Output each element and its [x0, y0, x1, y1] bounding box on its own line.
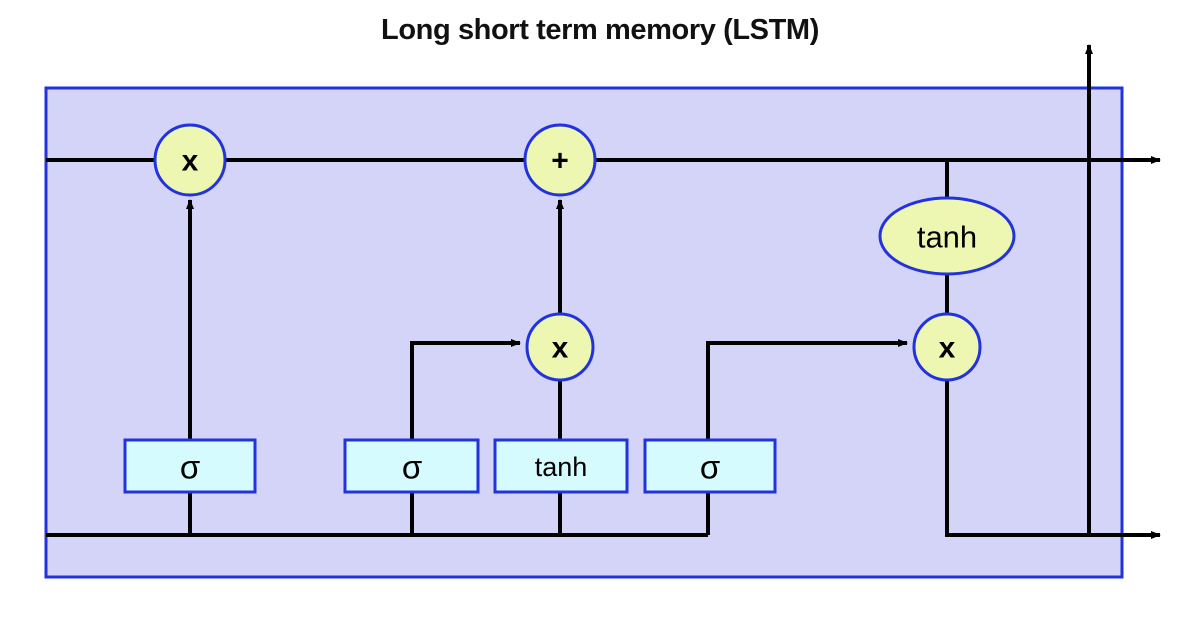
operator-output-tanh[interactable]: tanh [878, 196, 1016, 276]
output-multiply-circle[interactable] [912, 312, 982, 382]
operator-forget-multiply[interactable]: x [153, 123, 227, 197]
input-multiply-label: x [552, 332, 569, 365]
input-multiply-circle[interactable] [525, 312, 595, 382]
page-title: Long short term memory (LSTM) [381, 14, 819, 46]
gate-input-label: σ [402, 449, 422, 486]
operator-input-multiply[interactable]: x [525, 312, 595, 382]
output-multiply-label: x [939, 332, 956, 365]
gate-forget[interactable]: σ [123, 438, 257, 494]
gate-output-box[interactable] [643, 438, 777, 494]
cell-add-circle[interactable] [523, 123, 597, 197]
gate-input[interactable]: σ [343, 438, 480, 494]
forget-multiply-circle[interactable] [153, 123, 227, 197]
gate-input-box[interactable] [343, 438, 480, 494]
gate-forget-box[interactable] [123, 438, 257, 494]
operator-output-multiply[interactable]: x [912, 312, 982, 382]
cell-add-label: + [551, 145, 569, 178]
gate-candidate-label: tanh [535, 452, 588, 482]
gate-candidate[interactable]: tanh [493, 438, 629, 494]
gate-forget-label: σ [180, 449, 200, 486]
gate-output-label: σ [700, 449, 720, 486]
operator-cell-add[interactable]: + [523, 123, 597, 197]
output-tanh-label: tanh [917, 220, 977, 255]
gate-output[interactable]: σ [643, 438, 777, 494]
gate-candidate-box[interactable] [493, 438, 629, 494]
output-tanh-ellipse[interactable] [878, 196, 1016, 276]
forget-multiply-label: x [182, 145, 199, 178]
